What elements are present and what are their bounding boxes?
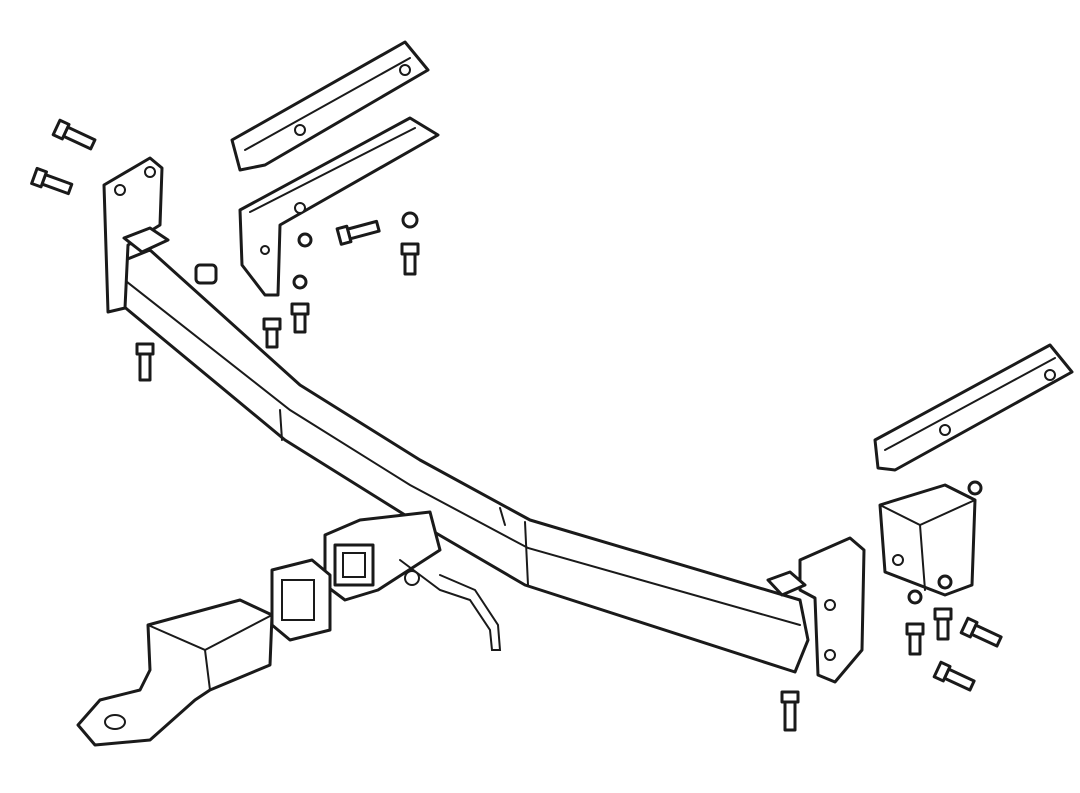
right-end-plate bbox=[766, 536, 866, 684]
main-crossbar bbox=[118, 248, 810, 674]
safety-chain-loop bbox=[404, 570, 420, 586]
right-spacer-block bbox=[878, 483, 977, 597]
ball-mount bbox=[76, 598, 274, 747]
receiver-tube bbox=[323, 510, 502, 651]
bolt bbox=[933, 607, 953, 641]
bolt bbox=[30, 166, 74, 196]
bolts bbox=[30, 118, 1003, 732]
spacer bbox=[194, 263, 218, 285]
bolt bbox=[400, 242, 420, 276]
right-rail-bracket bbox=[873, 343, 1074, 472]
receiver-collar bbox=[270, 558, 332, 642]
left-rail-bracket-lower bbox=[238, 116, 440, 297]
nuts bbox=[292, 211, 983, 605]
bolt bbox=[905, 622, 925, 656]
bolt bbox=[335, 219, 381, 246]
bolt bbox=[932, 660, 976, 692]
bolt bbox=[51, 118, 97, 151]
bolt bbox=[135, 342, 155, 382]
bolt bbox=[290, 302, 310, 334]
left-end-plate bbox=[102, 156, 170, 314]
bolt bbox=[262, 317, 282, 349]
left-rail-bracket-upper bbox=[230, 40, 430, 172]
bolt bbox=[959, 616, 1003, 648]
bolt bbox=[780, 690, 800, 732]
